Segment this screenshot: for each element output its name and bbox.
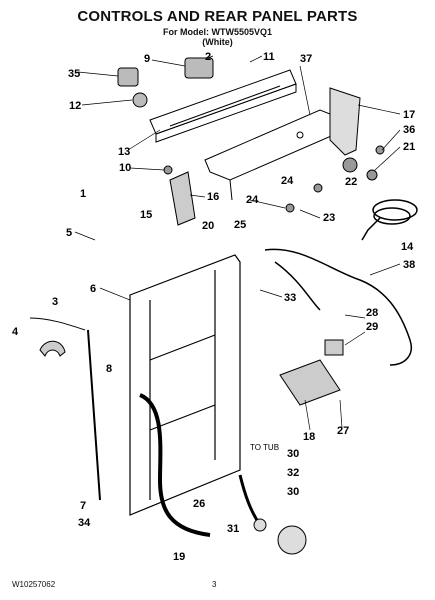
mounting-clip [39,340,66,357]
callout-6: 6 [90,283,96,295]
model-line: For Model: WTW5505VQ1 [162,27,272,37]
callout-14: 14 [401,241,414,253]
hose-strap [29,317,86,331]
callout-30b: 30 [287,486,299,498]
callout-13: 13 [118,146,130,158]
callout-8: 8 [106,363,112,375]
callout-38: 38 [403,259,415,271]
callout-11: 11 [263,51,275,63]
callout-17: 17 [403,109,415,121]
callout-32: 32 [287,467,299,479]
to-tub-label: TO TUB [250,443,279,452]
control-console [149,69,297,143]
callout-27: 27 [337,425,349,437]
callout-29: 29 [366,321,378,333]
callout-18: 18 [303,431,315,443]
callout-1: 1 [80,188,86,200]
power-cord [361,199,418,241]
rear-panel [129,254,241,516]
water-inlet-bracket [279,339,344,406]
callout-25: 25 [234,219,246,231]
leader-lines [74,55,401,431]
side-bracket [169,171,196,226]
callout-19: 19 [173,551,185,563]
callout-35: 35 [68,68,80,80]
callout-20: 20 [202,220,214,232]
callout-26: 26 [193,498,205,510]
callout-33: 33 [284,292,296,304]
wire-harness [264,248,412,366]
page-title: CONTROLS AND REAR PANEL PARTS [77,8,358,25]
doc-number: W10257062 [12,580,56,589]
color-line: (White) [202,37,233,47]
switches [163,145,385,213]
timer-knob [117,57,214,108]
callout-labels: 1 2 3 4 5 6 7 8 9 10 11 12 13 14 15 16 1… [12,51,415,563]
drain-hose [139,393,211,537]
callout-37: 37 [300,53,312,65]
callout-36: 36 [403,124,415,136]
console-end-cap [329,87,361,156]
callout-10: 10 [119,162,131,174]
callout-3: 3 [52,296,58,308]
callout-12: 12 [69,100,81,112]
callout-23: 23 [323,212,335,224]
pump [238,474,307,555]
callout-15: 15 [140,209,152,221]
console-rear-panel [204,109,346,201]
callout-24a: 24 [281,175,294,187]
side-trim [87,329,101,501]
callout-28: 28 [366,307,378,319]
callout-2: 2 [205,51,211,63]
callout-16: 16 [207,191,219,203]
callout-30a: 30 [287,448,299,460]
page-number: 3 [212,580,217,589]
callout-7: 7 [80,500,86,512]
callout-4: 4 [12,326,19,338]
callout-34: 34 [78,517,91,529]
callout-22: 22 [345,176,357,188]
callout-9: 9 [144,53,150,65]
callout-24b: 24 [246,194,259,206]
callout-5: 5 [66,227,72,239]
callout-21: 21 [403,141,415,153]
callout-31: 31 [227,523,239,535]
